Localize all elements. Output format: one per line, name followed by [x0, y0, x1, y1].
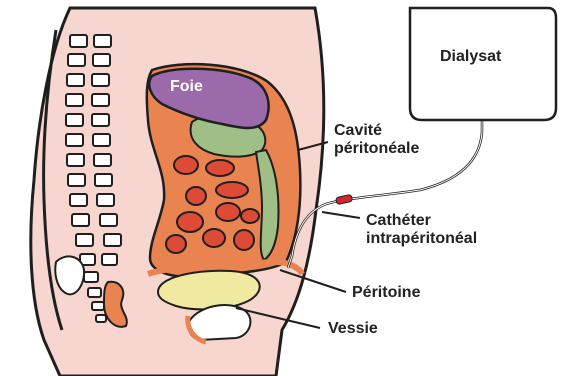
vertebra: [96, 315, 106, 322]
vertebra: [68, 174, 85, 186]
vertebra: [72, 214, 89, 226]
bladder-label: Vessie: [328, 320, 378, 338]
vertebra: [92, 302, 104, 310]
intestine-loop: [216, 203, 240, 221]
vertebra: [97, 194, 114, 206]
pelvic-bone: [55, 256, 84, 294]
intestine-loop: [241, 209, 259, 223]
intestine-loop: [177, 212, 203, 232]
vertebra: [93, 134, 110, 146]
intestine-loop: [234, 230, 254, 250]
catheter-label-line2: intrapéritonéal: [366, 230, 477, 248]
vertebra: [68, 54, 85, 66]
vertebra: [66, 114, 83, 126]
liver-label: Foie: [170, 78, 203, 96]
vertebra: [100, 214, 117, 226]
intestine-loop: [206, 160, 234, 176]
vertebra: [92, 94, 109, 106]
intestine-loop: [174, 156, 198, 174]
catheter-label-line1: Cathéter: [366, 212, 431, 230]
cavity-label-line2: péritonéale: [334, 140, 419, 158]
vertebra: [104, 234, 121, 246]
intestine-loop: [203, 229, 225, 247]
bladder: [158, 271, 260, 310]
vertebra: [66, 94, 83, 106]
vertebra: [92, 74, 109, 86]
vertebra: [92, 114, 109, 126]
intestine-loop: [166, 235, 186, 253]
vertebra: [66, 134, 83, 146]
vertebra: [70, 194, 87, 206]
vertebra: [94, 35, 111, 47]
peritoneum-label: Péritoine: [352, 284, 420, 302]
vertebra: [93, 54, 110, 66]
vertebra: [95, 174, 112, 186]
vertebra: [70, 35, 87, 47]
vertebra: [76, 234, 93, 246]
intestine-loop: [216, 182, 248, 198]
cavity-label-line1: Cavité: [334, 122, 382, 140]
catheter-leader: [322, 212, 360, 218]
vertebra: [94, 154, 111, 166]
vertebra: [67, 74, 84, 86]
catheter-cuff: [336, 194, 353, 204]
vertebra: [102, 254, 117, 265]
vertebra: [88, 288, 101, 297]
dialysate-label: Dialysat: [440, 48, 501, 66]
intestine-loop: [186, 187, 206, 205]
vertebra: [67, 154, 84, 166]
vertebra: [84, 272, 98, 282]
